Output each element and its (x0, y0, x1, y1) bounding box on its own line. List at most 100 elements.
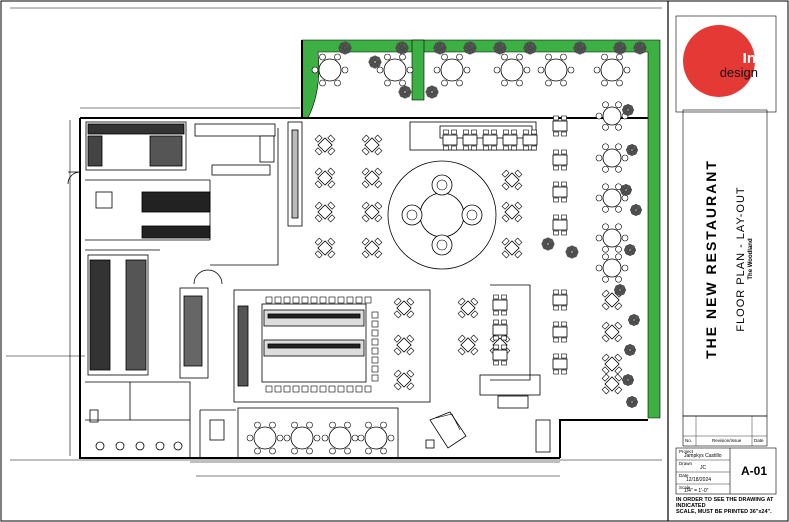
plant-shrub (573, 41, 587, 55)
bar-stool (310, 296, 318, 304)
bar-stool (292, 296, 300, 304)
bar-stool (364, 385, 372, 393)
bar-stool (355, 296, 363, 304)
table-4top (501, 169, 523, 191)
table-4top (361, 201, 383, 223)
bar-stool (371, 374, 379, 382)
date-label: Date (679, 473, 689, 478)
rev-col-no: No. (685, 438, 693, 443)
bar-stool (310, 385, 318, 393)
table-4top (457, 334, 479, 356)
table-4top (361, 134, 383, 156)
table-round (376, 53, 414, 87)
sheet-number: A-01 (740, 464, 767, 478)
table-round (595, 223, 629, 253)
bar-stool (364, 296, 372, 304)
table-2top (522, 129, 538, 151)
table-4top (501, 201, 523, 223)
plant-shrub (622, 374, 634, 386)
table-4top (601, 373, 623, 395)
exterior-walls (79, 40, 648, 459)
table-4top (314, 167, 336, 189)
plant-shrub (541, 237, 555, 251)
drawn-label: Drawn (679, 461, 693, 466)
bottom-lounge (237, 407, 551, 459)
platform-pod (431, 234, 453, 256)
bar-stool (371, 338, 379, 346)
logo-text: In design (708, 50, 758, 80)
platform-pod (401, 204, 423, 226)
client-name: The Woodland (748, 238, 754, 280)
plant-shrub (633, 41, 647, 55)
plant-shrub (620, 184, 632, 196)
table-4top (393, 297, 415, 319)
table-4top (314, 134, 336, 156)
project-title: THE NEW RESTAURANT (703, 159, 719, 359)
bar-stool (292, 385, 300, 393)
table-4top (501, 237, 523, 259)
bar-stool (371, 347, 379, 355)
table-round (357, 421, 395, 455)
table-4top (361, 237, 383, 259)
platform-pod (431, 174, 453, 196)
bar-stool (337, 385, 345, 393)
bar-stool (301, 385, 309, 393)
table-4top (361, 167, 383, 189)
logo-line-1: In (742, 50, 756, 67)
table-round (433, 53, 471, 87)
plant-shrub (463, 41, 477, 55)
bar-stool (371, 311, 379, 319)
table-round (595, 101, 629, 131)
rev-col-revision: Revision/Issue (712, 438, 742, 443)
table-2top (442, 129, 458, 151)
bar-stool (319, 385, 327, 393)
logo-circle (683, 25, 755, 97)
bar-stool (371, 329, 379, 337)
plant-shrub (624, 344, 636, 356)
table-round (283, 421, 321, 455)
bar-stool (265, 296, 273, 304)
table-4top (457, 297, 479, 319)
table-2top (552, 149, 568, 171)
host-counter (287, 121, 303, 227)
kitchen-area (67, 121, 279, 379)
drawn-by: JC (700, 465, 707, 471)
table-2top (552, 181, 568, 203)
table-4top (601, 353, 623, 375)
table-round (595, 143, 629, 173)
logo-line-2: design (719, 65, 758, 80)
bar-stool (355, 385, 363, 393)
bar-stool (319, 296, 327, 304)
table-4top (393, 369, 415, 391)
table-2top (552, 214, 568, 236)
project-by-label: Project (679, 449, 694, 454)
bar-stool (274, 385, 282, 393)
platform-pod (461, 204, 483, 226)
plant-shrub (433, 41, 447, 55)
table-2top (492, 294, 508, 316)
bar-stool (346, 296, 354, 304)
bar-stool (337, 296, 345, 304)
bar-stool (371, 320, 379, 328)
bar-stool (301, 296, 309, 304)
bar-stool (328, 296, 336, 304)
bar-stool (371, 365, 379, 373)
table-round (537, 53, 575, 87)
restrooms (85, 381, 236, 458)
table-round (593, 53, 631, 87)
plant-shrub (624, 244, 636, 256)
drawing-date: 12/18/2024 (686, 477, 712, 483)
plant-shrub (523, 41, 537, 55)
bar-stool (265, 385, 273, 393)
table-round (311, 53, 349, 87)
plant-shrub (338, 41, 352, 55)
bar-stool (371, 356, 379, 364)
plant-shrub (493, 41, 507, 55)
plant-shrub (626, 396, 638, 408)
plant-shrub (613, 41, 627, 55)
print-note-line-2: INDICATED (676, 503, 706, 509)
dining-tables (246, 53, 631, 455)
booth-bench (409, 121, 541, 409)
